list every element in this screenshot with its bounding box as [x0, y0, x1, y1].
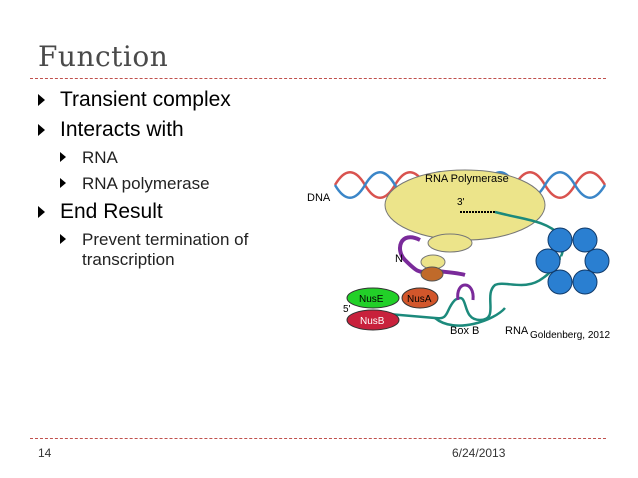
bullet-list: Transient complex Interacts with RNA RNA…: [38, 88, 328, 276]
bullet-arrow-icon: [38, 94, 45, 106]
sub-bullet-arrow-icon: [60, 178, 66, 188]
n-protein-core: [420, 266, 444, 282]
dna-label: DNA: [307, 192, 331, 204]
rna-label: RNA: [505, 325, 529, 337]
slide-title: Function: [38, 40, 169, 73]
slide-number: 14: [38, 446, 52, 460]
bullet-transient-complex: Transient complex: [38, 88, 328, 112]
box-b-hairpin: [456, 283, 475, 301]
bullet-arrow-icon: [38, 206, 45, 218]
sub-bullet-text: RNA polymerase: [82, 174, 210, 193]
bullet-text: Interacts with: [60, 118, 184, 141]
box-b-label: Box B: [450, 325, 479, 337]
rho-hexamer: Rho: [535, 227, 610, 295]
bullet-interacts-with: Interacts with: [38, 118, 328, 142]
antitermination-diagram: RNA Polymerase 3' DNA Rho N NusE NusA Nu…: [307, 169, 610, 337]
three-prime-label: 3': [457, 197, 465, 208]
bullet-text: Transient complex: [60, 88, 231, 111]
rho-label: Rho: [560, 255, 580, 267]
image-credit: Goldenberg, 2012: [530, 330, 611, 341]
sub-bullet-text: RNA: [82, 148, 118, 167]
nuse-label: NusE: [359, 294, 384, 305]
sub-bullet-arrow-icon: [60, 234, 66, 244]
sub-bullet-rna-polymerase: RNA polymerase: [38, 174, 328, 194]
polymerase-subunit: [427, 233, 473, 253]
bullet-text: End Result: [60, 200, 163, 223]
sub-bullet-prevent-termination: Prevent termination of transcription: [38, 230, 322, 270]
nusa-label: NusA: [407, 294, 432, 305]
sub-bullet-arrow-icon: [60, 152, 66, 162]
bullet-end-result: End Result: [38, 200, 328, 224]
five-prime-label: 5': [343, 304, 351, 315]
sub-bullet-text: Prevent termination of transcription: [82, 230, 249, 269]
bullet-arrow-icon: [38, 124, 45, 136]
nuse-protein: [346, 287, 400, 309]
footer-divider: [30, 438, 606, 439]
n-label: N: [395, 253, 403, 265]
sub-bullet-rna: RNA: [38, 148, 328, 168]
rna-tail: [434, 307, 506, 327]
n-protein: [398, 235, 466, 277]
nusb-label: NusB: [360, 316, 385, 327]
slide-date: 6/24/2013: [452, 446, 506, 460]
nusb-protein: [346, 309, 400, 331]
title-divider: [30, 78, 606, 79]
rna-polymerase-label: RNA Polymerase: [425, 173, 509, 185]
nusa-protein: [401, 287, 439, 309]
